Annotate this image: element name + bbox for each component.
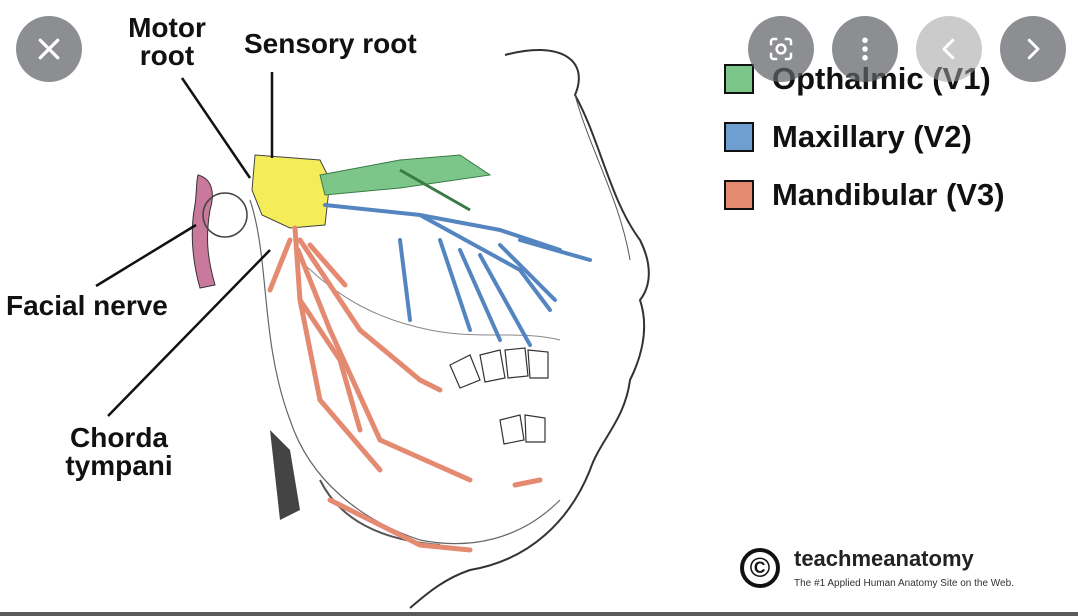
mandibular-branch-shape — [267, 225, 543, 553]
legend-item-v3: Mandibular (V3) — [724, 166, 1005, 224]
legend-label-v2: Maxillary (V2) — [772, 119, 972, 154]
legend-label-v3: Mandibular (V3) — [772, 177, 1005, 212]
ophthalmic-branch-shape — [319, 154, 492, 196]
close-button[interactable] — [16, 16, 82, 82]
lens-icon — [769, 37, 793, 61]
sensory-root-label: Sensory root — [244, 28, 417, 59]
facial-nerve-label: Facial nerve — [6, 290, 168, 321]
chorda-tympani-label: Chorda tympani — [65, 422, 173, 481]
legend-swatch-v2 — [724, 122, 754, 152]
head-outline — [409, 49, 650, 609]
legend-item-v2: Maxillary (V2) — [724, 108, 1005, 166]
maxillary-branch-shape — [323, 203, 592, 347]
teeth — [449, 347, 549, 445]
lens-button[interactable] — [748, 16, 814, 82]
leader-lines — [95, 72, 274, 417]
motor-root-label: Motor root — [128, 12, 206, 71]
logo-tagline: The #1 Applied Human Anatomy Site on the… — [794, 578, 1014, 589]
chevron-right-icon — [1027, 38, 1040, 60]
more-vertical-icon — [862, 37, 868, 61]
legend-swatch-v3 — [724, 180, 754, 210]
more-options-button[interactable] — [832, 16, 898, 82]
facial-nerve-shape — [191, 174, 216, 289]
bottom-divider — [0, 612, 1078, 616]
teachmeanatomy-logo: © teachmeanatomy The #1 Applied Human An… — [740, 546, 1014, 589]
next-button[interactable] — [1000, 16, 1066, 82]
logo-name: teachmeanatomy — [794, 546, 974, 571]
logo-text-block: teachmeanatomy The #1 Applied Human Anat… — [794, 546, 1014, 589]
legend-swatch-v1 — [724, 64, 754, 94]
previous-button[interactable] — [916, 16, 982, 82]
trigeminal-ganglion-shape — [251, 154, 331, 229]
copyright-icon: © — [740, 547, 780, 588]
close-icon — [38, 38, 60, 60]
chevron-left-icon — [942, 38, 955, 60]
